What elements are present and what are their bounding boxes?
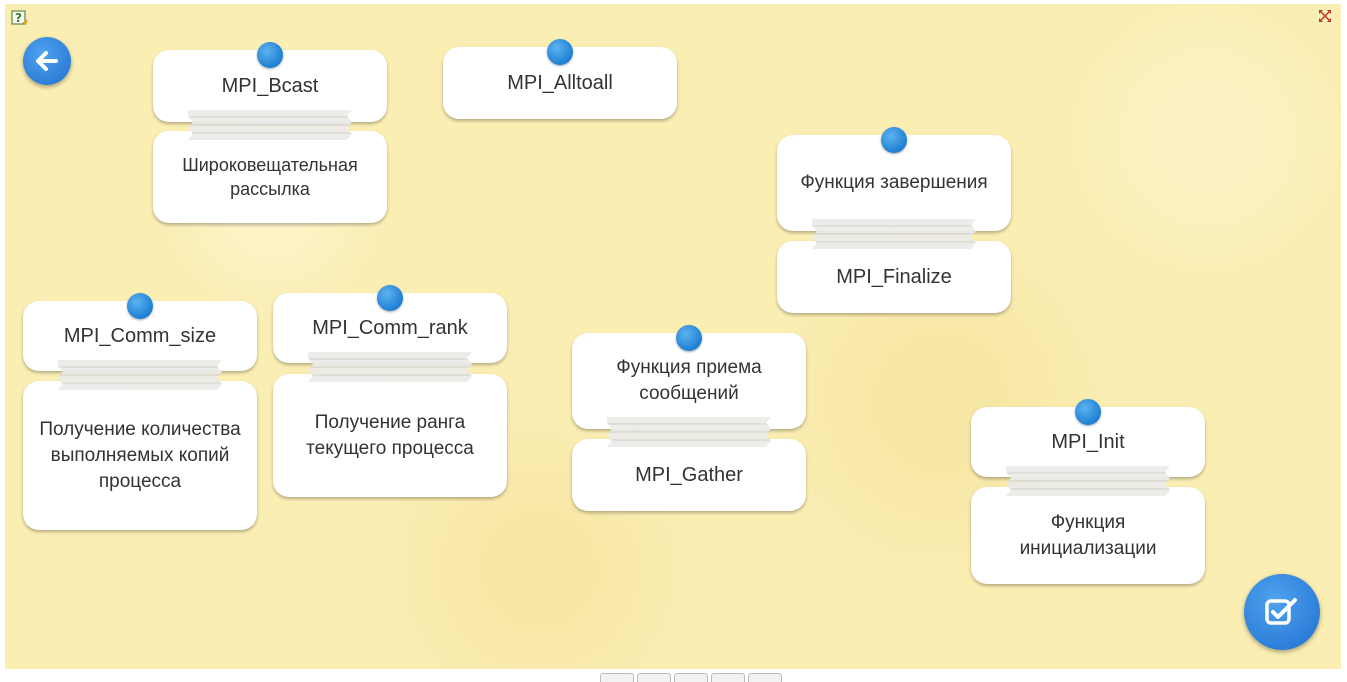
card-label: Функция инициализации — [1019, 511, 1157, 559]
card-label: MPI_Finalize — [836, 266, 952, 288]
fullscreen-icon[interactable] — [1318, 9, 1332, 23]
pin-icon — [881, 127, 907, 153]
checkbox-check-icon — [1265, 598, 1297, 625]
card-label: Широковещательная рассылка — [182, 155, 358, 199]
card-label: MPI_Gather — [635, 464, 743, 486]
card-label: MPI_Alltoall — [507, 72, 613, 94]
pin-icon — [1075, 399, 1101, 425]
pin-icon — [127, 293, 153, 319]
definition-card-init[interactable]: Функция инициализации — [971, 487, 1205, 584]
game-board: ? MPI_Bcast Широковещательная рассылка M… — [5, 4, 1341, 669]
card-label: Получение ранга текущего процесса — [306, 411, 474, 459]
card-label: Функция приема сообщений — [616, 357, 762, 404]
arrow-left-icon — [36, 51, 58, 71]
definition-card-comm-size[interactable]: Получение количества выполняемых копий п… — [23, 381, 257, 530]
card-label: MPI_Comm_size — [63, 325, 217, 347]
definition-card-comm-rank[interactable]: Получение ранга текущего процесса — [273, 374, 507, 497]
pin-icon — [676, 325, 702, 351]
tape-strip — [58, 360, 222, 390]
tape-strip — [812, 219, 976, 249]
pin-icon — [547, 39, 573, 65]
tape-strip — [607, 417, 771, 447]
card-label: MPI_Init — [1051, 431, 1125, 453]
card-label: MPI_Bcast — [221, 75, 319, 97]
pin-icon — [377, 285, 403, 311]
tape-strip — [1006, 466, 1170, 496]
term-card-finalize[interactable]: MPI_Finalize — [777, 241, 1011, 313]
card-label: Получение количества выполняемых копий п… — [39, 418, 241, 492]
svg-text:?: ? — [15, 11, 22, 25]
back-button[interactable] — [23, 37, 71, 85]
help-question-icon[interactable]: ? — [11, 9, 29, 27]
card-label: Функция завершения — [800, 172, 988, 193]
card-label: MPI_Comm_rank — [312, 317, 468, 339]
check-answers-button[interactable] — [1244, 574, 1320, 650]
pin-icon — [257, 42, 283, 68]
tape-strip — [188, 110, 352, 140]
tape-strip — [308, 352, 472, 382]
definition-card-broadcast[interactable]: Широковещательная рассылка — [153, 131, 387, 223]
term-card-gather[interactable]: MPI_Gather — [572, 439, 806, 511]
